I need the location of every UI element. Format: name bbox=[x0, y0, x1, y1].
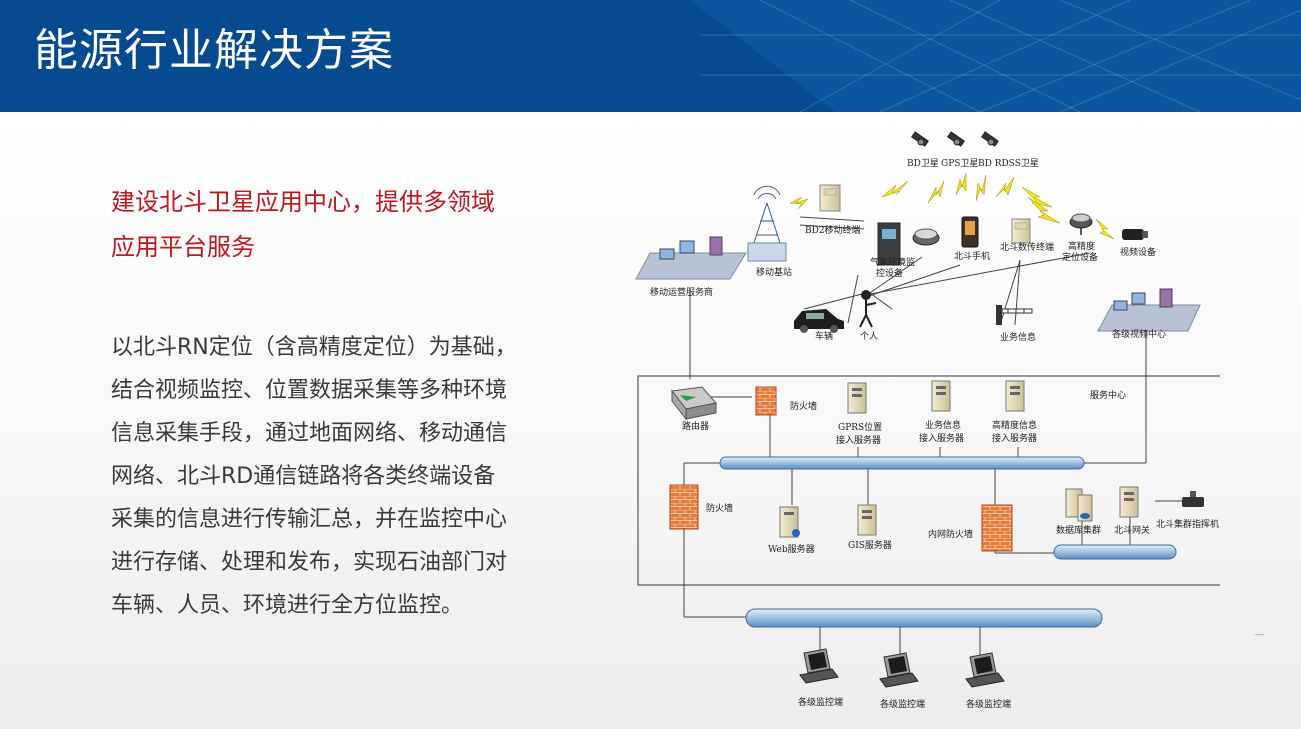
monitor-terminal-icon bbox=[799, 648, 839, 684]
headline: 建设北斗卫星应用中心，提供多领域 应用平台服务 bbox=[111, 180, 581, 270]
gis-server-icon bbox=[857, 504, 877, 536]
operator-platform-icon bbox=[635, 236, 747, 280]
person-icon bbox=[859, 290, 877, 328]
label-precision-server-line2: 接入服务器 bbox=[992, 432, 1037, 444]
network-architecture-diagram: BD卫星 GPS卫星 BD RDSS卫星 BD2移动终端 移动基站 移动运营服务… bbox=[635, 131, 1220, 710]
label-firewall-2: 防火墙 bbox=[706, 502, 733, 514]
label-gis-server: GIS服务器 bbox=[848, 539, 892, 551]
label-monitor: 各级监控端 bbox=[880, 698, 925, 710]
body-line: 车辆、人员、环境进行全方位监控。 bbox=[111, 593, 464, 618]
label-mobile-ops: 移动运营服务商 bbox=[650, 286, 713, 298]
label-router: 路由器 bbox=[682, 420, 709, 432]
body-line: 采集的信息进行传输汇总，并在监控中心 bbox=[111, 507, 508, 532]
router-icon bbox=[671, 386, 717, 421]
gateway-server-icon bbox=[1119, 486, 1139, 518]
label-monitor: 各级监控端 bbox=[798, 696, 843, 708]
body-line: 结合视频监控、位置数据采集等多种环境 bbox=[111, 378, 508, 403]
label-intranet-firewall: 内网防火墙 bbox=[928, 528, 973, 540]
label-precision-server-line1: 高精度信息 bbox=[992, 419, 1037, 431]
connection-lines bbox=[683, 252, 1182, 655]
body-paragraph: 以北斗RN定位（含高精度定位）为基础， 结合视频监控、位置数据采集等多种环境 信… bbox=[111, 326, 581, 627]
web-server-icon bbox=[779, 506, 800, 538]
firewall-icon bbox=[669, 484, 699, 530]
label-video-center: 各级视频中心 bbox=[1112, 328, 1166, 340]
label-precision-line2: 定位设备 bbox=[1062, 251, 1098, 263]
label-handset: 北斗手机 bbox=[954, 250, 990, 262]
satellite-icon bbox=[911, 131, 929, 147]
data-terminal-icon bbox=[1011, 218, 1031, 244]
database-cluster-icon bbox=[1065, 488, 1093, 522]
body-line: 以北斗RN定位（含高精度定位）为基础， bbox=[111, 335, 517, 360]
title-banner: 能源行业解决方案 bbox=[0, 0, 1301, 112]
inner-network-pipe bbox=[1053, 544, 1177, 560]
page-title: 能源行业解决方案 bbox=[34, 25, 394, 76]
label-firewall: 防火墙 bbox=[790, 400, 817, 412]
label-bd-satellite: BD卫星 bbox=[907, 158, 939, 169]
label-rdss-satellite: BD RDSS卫星 bbox=[978, 158, 1039, 169]
handset-icon bbox=[961, 216, 979, 248]
firewall-icon bbox=[981, 504, 1013, 552]
label-business-info: 业务信息 bbox=[1000, 331, 1036, 343]
label-service-center: 服务中心 bbox=[1090, 389, 1126, 401]
command-machine-icon bbox=[1182, 491, 1204, 507]
label-vehicle: 车辆 bbox=[815, 330, 833, 342]
label-video-device: 视频设备 bbox=[1120, 246, 1156, 258]
label-gprs-server-line2: 接入服务器 bbox=[836, 434, 881, 446]
video-center-icon bbox=[1097, 288, 1201, 332]
label-db-cluster: 数据库集群 bbox=[1056, 524, 1101, 536]
service-center-box bbox=[637, 375, 1220, 586]
vehicle-icon bbox=[794, 309, 844, 333]
label-gateway: 北斗网关 bbox=[1114, 524, 1150, 536]
gps-receiver-icon bbox=[912, 228, 940, 246]
label-gprs-server-line1: GPRS位置 bbox=[838, 421, 882, 433]
label-data-terminal: 北斗数传终端 bbox=[1000, 241, 1054, 253]
base-station-icon bbox=[747, 185, 787, 262]
body-line: 信息采集手段，通过地面网络、移动通信 bbox=[111, 421, 508, 446]
label-bd2-terminal: BD2移动终端 bbox=[805, 224, 861, 236]
precision-device-icon bbox=[1069, 213, 1093, 235]
monitor-terminal-icon bbox=[965, 652, 1005, 688]
label-weather-line2: 控设备 bbox=[876, 267, 903, 279]
headline-line: 建设北斗卫星应用中心，提供多领域 bbox=[111, 188, 495, 216]
bd2-terminal-icon bbox=[819, 184, 841, 212]
corner-dash bbox=[1255, 634, 1264, 635]
label-gps-satellite: GPS卫星 bbox=[941, 158, 978, 169]
upper-network-pipe bbox=[719, 456, 1085, 470]
lower-network-pipe bbox=[745, 608, 1103, 628]
gate-icon bbox=[996, 305, 1033, 325]
label-command-machine: 北斗集群指挥机 bbox=[1156, 518, 1219, 530]
label-web-server: Web服务器 bbox=[768, 543, 815, 555]
gprs-server-icon bbox=[847, 382, 867, 414]
label-person: 个人 bbox=[860, 331, 878, 342]
label-precision-line1: 高精度 bbox=[1068, 240, 1095, 252]
label-monitor: 各级监控端 bbox=[966, 698, 1011, 710]
camera-icon bbox=[1122, 229, 1148, 240]
headline-line: 应用平台服务 bbox=[111, 233, 255, 261]
wireless-links bbox=[789, 172, 1115, 240]
precision-server-icon bbox=[1005, 380, 1025, 412]
satellite-icon bbox=[947, 131, 965, 147]
monitor-terminal-icon bbox=[879, 652, 919, 688]
label-business-server-line1: 业务信息 bbox=[925, 419, 961, 431]
label-business-server-line2: 接入服务器 bbox=[919, 432, 964, 444]
label-mobile-station: 移动基站 bbox=[756, 266, 792, 278]
satellite-icon bbox=[981, 131, 999, 147]
label-weather-line1: 气象环境监 bbox=[870, 256, 915, 268]
body-line: 进行存储、处理和发布，实现石油部门对 bbox=[111, 550, 508, 575]
banner-network-pattern bbox=[690, 0, 1301, 112]
weather-device-icon bbox=[877, 222, 901, 266]
firewall-icon bbox=[755, 386, 777, 416]
business-server-icon bbox=[931, 380, 951, 412]
body-line: 网络、北斗RD通信链路将各类终端设备 bbox=[111, 464, 496, 489]
